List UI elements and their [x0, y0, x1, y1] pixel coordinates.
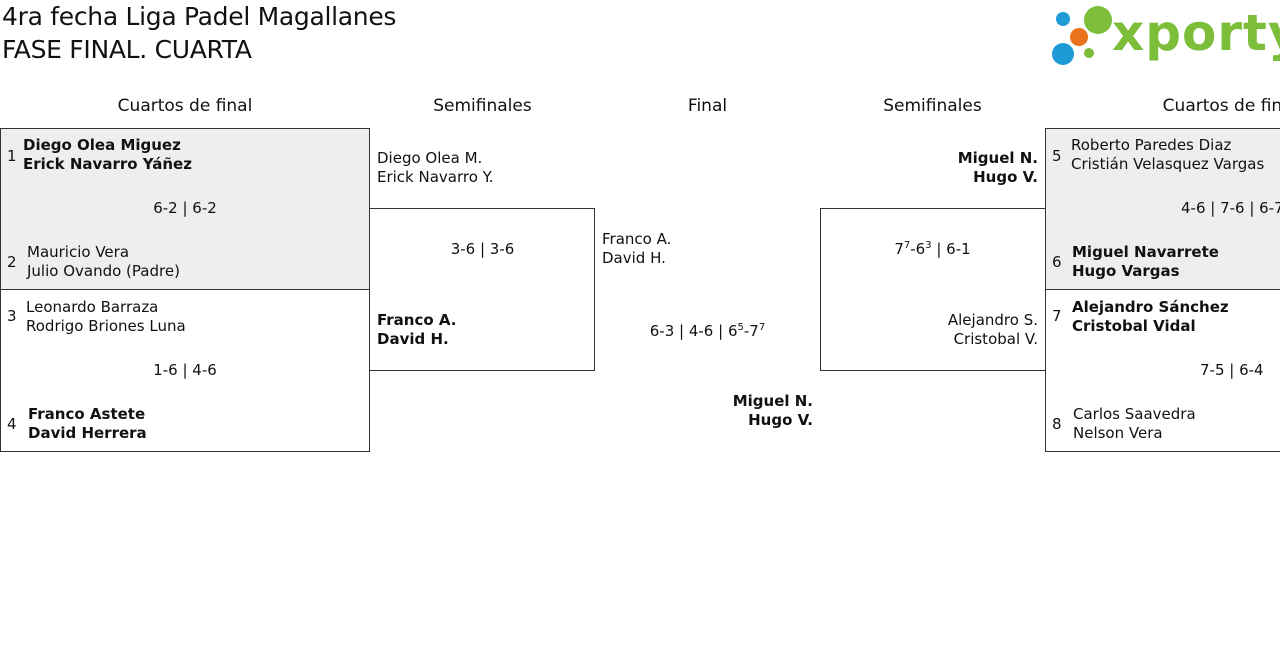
player-name: Franco Astete — [28, 405, 146, 423]
sf-left-bottom-team: Franco A. David H. — [377, 311, 457, 349]
seed-1: 1 — [7, 147, 17, 165]
round-header-sf-right: Semifinales — [883, 96, 982, 116]
player-name: Cristobal Vidal — [1072, 317, 1196, 335]
seed-4: 4 — [7, 415, 17, 433]
qf1-top-team: Diego Olea Miguez Erick Navarro Yáñez — [23, 136, 192, 174]
player-name: Carlos Saavedra — [1073, 405, 1196, 423]
sf-left-score: 3-6 | 3-6 — [450, 240, 515, 258]
player-name: Erick Navarro Yáñez — [23, 155, 192, 173]
player-name: Franco A. — [602, 230, 672, 248]
player-name: Mauricio Vera — [27, 243, 130, 261]
seed-8: 8 — [1052, 415, 1062, 433]
seed-3: 3 — [7, 307, 17, 325]
player-name: Cristobal V. — [953, 330, 1038, 348]
page-subtitle: FASE FINAL. CUARTA — [2, 35, 252, 64]
player-name: Roberto Paredes Diaz — [1071, 136, 1232, 154]
qf4-bottom-team: Carlos Saavedra Nelson Vera — [1073, 405, 1196, 443]
player-name: David H. — [377, 330, 449, 348]
round-header-qf-right: Cuartos de final — [1162, 96, 1280, 116]
sf-right-top-team: Miguel N. Hugo V. — [820, 149, 1038, 187]
sf-left-top-team: Diego Olea M. Erick Navarro Y. — [377, 149, 494, 187]
qf1-score: 6-2 | 6-2 — [153, 199, 217, 217]
player-name: Diego Olea Miguez — [23, 136, 181, 154]
seed-7: 7 — [1052, 307, 1062, 325]
qf4-top-team: Alejandro Sánchez Cristobal Vidal — [1072, 298, 1229, 336]
player-name: Alejandro S. — [947, 311, 1038, 329]
player-name: Miguel Navarrete — [1072, 243, 1219, 261]
seed-2: 2 — [7, 253, 17, 271]
qf-match-4 — [1045, 289, 1280, 452]
player-name: Diego Olea M. — [377, 149, 483, 167]
qf4-score: 7-5 | 6-4 — [1200, 361, 1264, 379]
sf-right-bottom-team: Alejandro S. Cristobal V. — [820, 311, 1038, 349]
final-team-b: Miguel N. Hugo V. — [595, 392, 813, 430]
player-name: Cristián Velasquez Vargas — [1071, 155, 1265, 173]
player-name: Miguel N. — [957, 149, 1038, 167]
logo-text: xporty — [1112, 4, 1280, 62]
qf3-score: 4-6 | 7-6 | 6-7 — [1181, 199, 1280, 217]
player-name: Julio Ovando (Padre) — [27, 262, 180, 280]
xporty-logo: xporty — [1050, 4, 1280, 68]
player-name: Rodrigo Briones Luna — [26, 317, 186, 335]
final-team-a: Franco A. David H. — [602, 230, 671, 268]
player-name: Hugo Vargas — [1072, 262, 1180, 280]
logo-dots-icon — [1050, 4, 1116, 68]
qf2-top-team: Leonardo Barraza Rodrigo Briones Luna — [26, 298, 186, 336]
qf-match-3 — [1045, 128, 1280, 290]
player-name: Franco A. — [377, 311, 457, 329]
round-header-qf-left: Cuartos de final — [117, 96, 253, 116]
page-title: 4ra fecha Liga Padel Magallanes — [2, 2, 397, 31]
player-name: Alejandro Sánchez — [1072, 298, 1229, 316]
qf3-bottom-team: Miguel Navarrete Hugo Vargas — [1072, 243, 1219, 281]
player-name: Hugo V. — [973, 168, 1038, 186]
qf3-top-team: Roberto Paredes Diaz Cristián Velasquez … — [1071, 136, 1264, 174]
sf-left-match — [369, 208, 595, 371]
final-score: 6-3 | 4-6 | 65-77 — [649, 322, 766, 340]
qf1-bottom-team: Mauricio Vera Julio Ovando (Padre) — [27, 243, 180, 281]
player-name: David H. — [602, 249, 666, 267]
qf2-bottom-team: Franco Astete David Herrera — [28, 405, 147, 443]
player-name: Hugo V. — [748, 411, 813, 429]
qf2-score: 1-6 | 4-6 — [153, 361, 217, 379]
player-name: Nelson Vera — [1073, 424, 1163, 442]
round-header-final: Final — [687, 96, 728, 116]
seed-6: 6 — [1052, 253, 1062, 271]
sf-right-score: 77-63 | 6-1 — [894, 240, 971, 258]
player-name: David Herrera — [28, 424, 147, 442]
player-name: Miguel N. — [732, 392, 813, 410]
round-header-sf-left: Semifinales — [433, 96, 532, 116]
seed-5: 5 — [1052, 147, 1062, 165]
player-name: Leonardo Barraza — [26, 298, 159, 316]
qf-match-1 — [0, 128, 370, 290]
player-name: Erick Navarro Y. — [377, 168, 494, 186]
